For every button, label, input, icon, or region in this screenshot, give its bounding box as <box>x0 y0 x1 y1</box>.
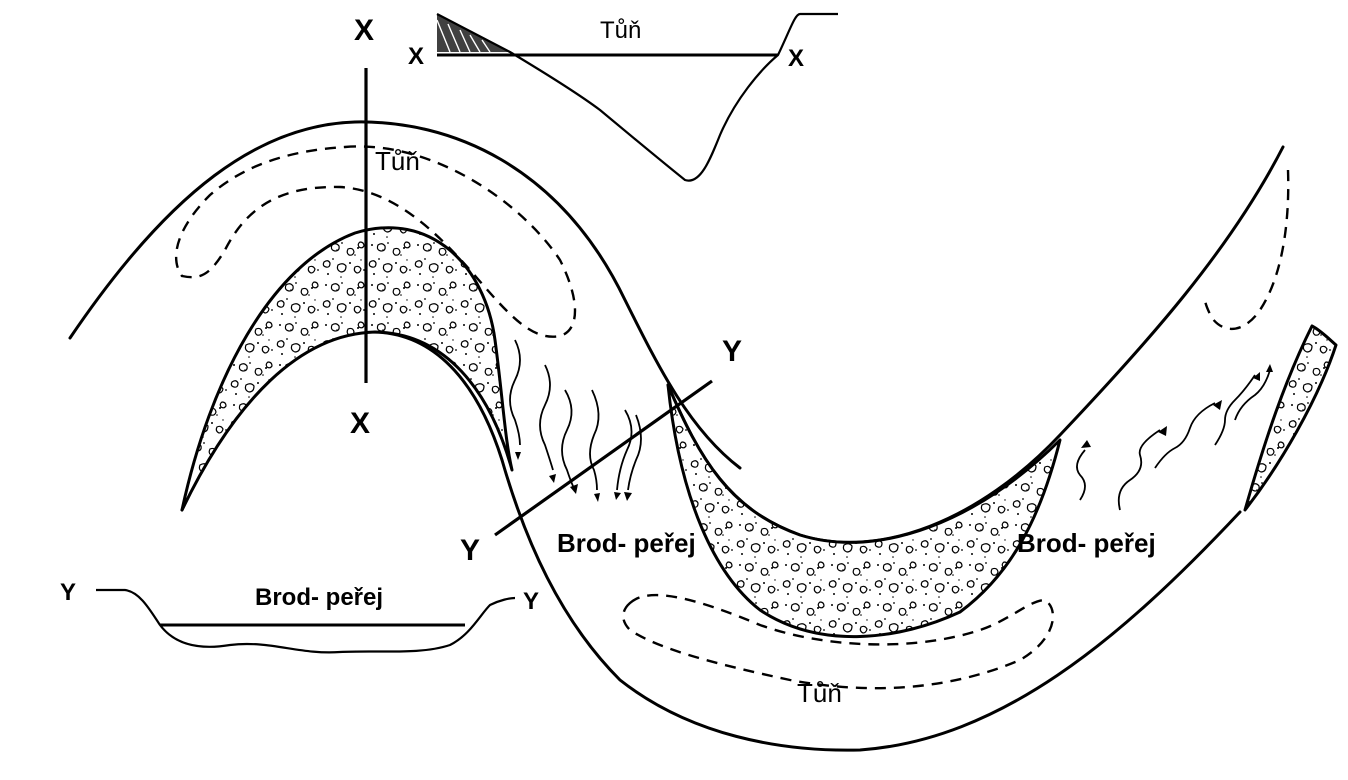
profile-y-left-label: Y <box>60 579 76 606</box>
point-bar-left <box>180 226 514 512</box>
label-x-top: X <box>354 14 374 47</box>
flow-arrows-center <box>509 339 642 502</box>
profile-x-left-label: X <box>408 43 424 70</box>
point-bar-center <box>666 383 1062 639</box>
profile-x-right-label: X <box>788 45 804 72</box>
label-y-upper: Y <box>722 335 742 368</box>
profile-y-right-label: Y <box>523 588 539 615</box>
flow-arrows-right <box>1076 364 1273 511</box>
label-x-bottom: X <box>350 407 370 440</box>
point-bar-right <box>1243 324 1338 512</box>
profile-y-title: Brod- peřej <box>255 584 383 611</box>
river-bank-outer-right <box>666 145 1285 544</box>
profile-y <box>96 588 516 654</box>
label-riffle-right: Brod- peřej <box>1017 528 1156 558</box>
profile-x <box>436 12 838 182</box>
label-riffle-center: Brod- peřej <box>557 528 696 558</box>
profile-x-title: Tůň <box>600 17 641 44</box>
pool-outline-right <box>1203 169 1290 331</box>
river-bank-outer-left <box>68 120 742 470</box>
label-y-lower: Y <box>460 534 480 567</box>
label-pool-lower: Tůň <box>797 678 842 708</box>
label-pool-upper: Tůň <box>375 146 420 176</box>
pool-outline-upper <box>174 145 577 338</box>
pool-outline-lower <box>622 593 1055 690</box>
section-line-y <box>494 379 713 537</box>
